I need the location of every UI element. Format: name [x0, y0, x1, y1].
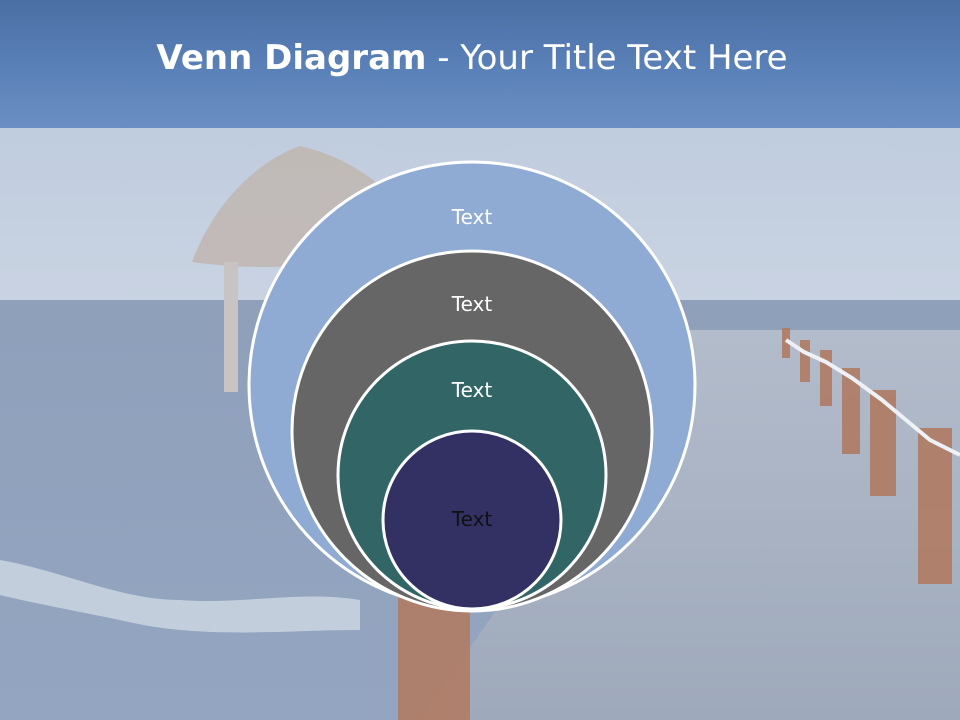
second-circle-label: Text	[451, 292, 493, 316]
third-circle-label: Text	[451, 378, 493, 402]
title-bold-part: Venn Diagram	[156, 38, 427, 78]
slide-title: Venn Diagram - Your Title Text Here	[0, 38, 944, 78]
inner-circle	[381, 429, 563, 611]
title-bar	[0, 0, 960, 128]
outer-circle-label: Text	[451, 205, 493, 229]
hut-post	[224, 262, 238, 392]
wave-foam	[0, 560, 360, 633]
pier-rope	[784, 338, 960, 457]
pier-deck	[420, 330, 960, 720]
inner-circle-label: Text	[451, 507, 493, 531]
title-rest-part: - Your Title Text Here	[426, 38, 788, 78]
